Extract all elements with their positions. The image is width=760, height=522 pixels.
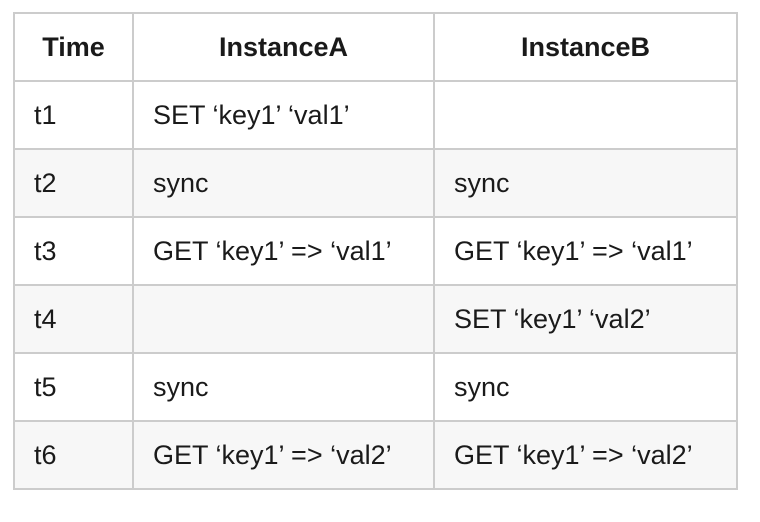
column-header-instance-b: InstanceB xyxy=(433,12,738,82)
table-row-t3: t3 GET ‘key1’ => ‘val1’ GET ‘key1’ => ‘v… xyxy=(13,216,738,286)
table-row-t1: t1 SET ‘key1’ ‘val1’ xyxy=(13,80,738,150)
instance-b-cell: GET ‘key1’ => ‘val2’ xyxy=(433,420,738,490)
instance-a-cell: GET ‘key1’ => ‘val1’ xyxy=(132,216,435,286)
instance-b-cell: SET ‘key1’ ‘val2’ xyxy=(433,284,738,354)
time-cell: t6 xyxy=(13,420,134,490)
table-body: t1 SET ‘key1’ ‘val1’ t2 sync sync t3 GET… xyxy=(13,80,738,490)
time-cell: t1 xyxy=(13,80,134,150)
instance-b-cell: GET ‘key1’ => ‘val1’ xyxy=(433,216,738,286)
instance-a-cell: sync xyxy=(132,148,435,218)
time-cell: t4 xyxy=(13,284,134,354)
table-header: Time InstanceA InstanceB xyxy=(13,12,738,82)
table-row-t2: t2 sync sync xyxy=(13,148,738,218)
table-row-t4: t4 SET ‘key1’ ‘val2’ xyxy=(13,284,738,354)
instance-b-cell: sync xyxy=(433,148,738,218)
time-cell: t2 xyxy=(13,148,134,218)
instance-a-cell: sync xyxy=(132,352,435,422)
time-cell: t3 xyxy=(13,216,134,286)
instance-a-cell: SET ‘key1’ ‘val1’ xyxy=(132,80,435,150)
sync-timeline-table-container: Time InstanceA InstanceB t1 SET ‘key1’ ‘… xyxy=(13,12,738,490)
table-row-t5: t5 sync sync xyxy=(13,352,738,422)
instance-b-cell xyxy=(433,80,738,150)
time-cell: t5 xyxy=(13,352,134,422)
column-header-time: Time xyxy=(13,12,134,82)
sync-timeline-table: Time InstanceA InstanceB t1 SET ‘key1’ ‘… xyxy=(13,12,738,490)
instance-b-cell: sync xyxy=(433,352,738,422)
column-header-instance-a: InstanceA xyxy=(132,12,435,82)
instance-a-cell xyxy=(132,284,435,354)
instance-a-cell: GET ‘key1’ => ‘val2’ xyxy=(132,420,435,490)
table-row-t6: t6 GET ‘key1’ => ‘val2’ GET ‘key1’ => ‘v… xyxy=(13,420,738,490)
header-row: Time InstanceA InstanceB xyxy=(13,12,738,82)
